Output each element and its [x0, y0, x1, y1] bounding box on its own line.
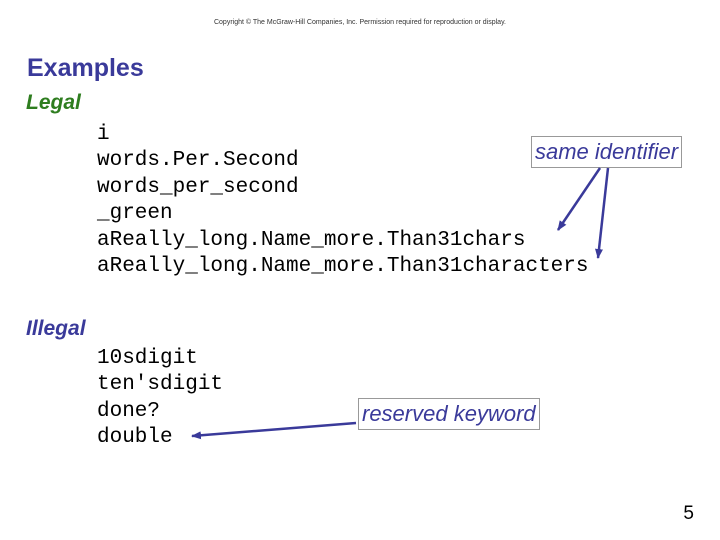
legal-identifier: i: [97, 123, 110, 146]
copyright-notice: Copyright © The McGraw-Hill Companies, I…: [213, 19, 506, 26]
slide-title: Examples: [27, 54, 144, 82]
illegal-identifier: double: [97, 426, 173, 450]
illegal-identifier-list: 10sdigit ten'sdigit done? double: [97, 346, 223, 452]
arrow-to-31chars: [556, 167, 602, 231]
legal-identifier: aReally_long.Name_more.Than31chars: [97, 228, 526, 252]
legal-identifier: words.Per.Second: [97, 149, 299, 173]
illegal-identifier: ten'sdigit: [97, 373, 224, 397]
legal-section-label: Legal: [26, 91, 81, 114]
same-identifier-callout: same identifier: [531, 136, 683, 168]
illegal-section-label: Illegal: [26, 317, 86, 340]
illegal-identifier: 10sdigit: [97, 347, 198, 370]
legal-identifier: _green: [97, 202, 173, 226]
arrow-to-31characters: [595, 167, 610, 259]
legal-identifier: words_per_second: [97, 175, 299, 199]
page-number: 5: [683, 503, 694, 524]
reserved-keyword-callout: reserved keyword: [358, 398, 540, 430]
illegal-identifier: done?: [97, 399, 161, 423]
arrow-to-double: [191, 421, 357, 440]
legal-identifier-list: i words.Per.Second words_per_second _gre…: [97, 122, 588, 280]
legal-identifier: aReally_long.Name_more.Than31characters: [97, 255, 589, 279]
